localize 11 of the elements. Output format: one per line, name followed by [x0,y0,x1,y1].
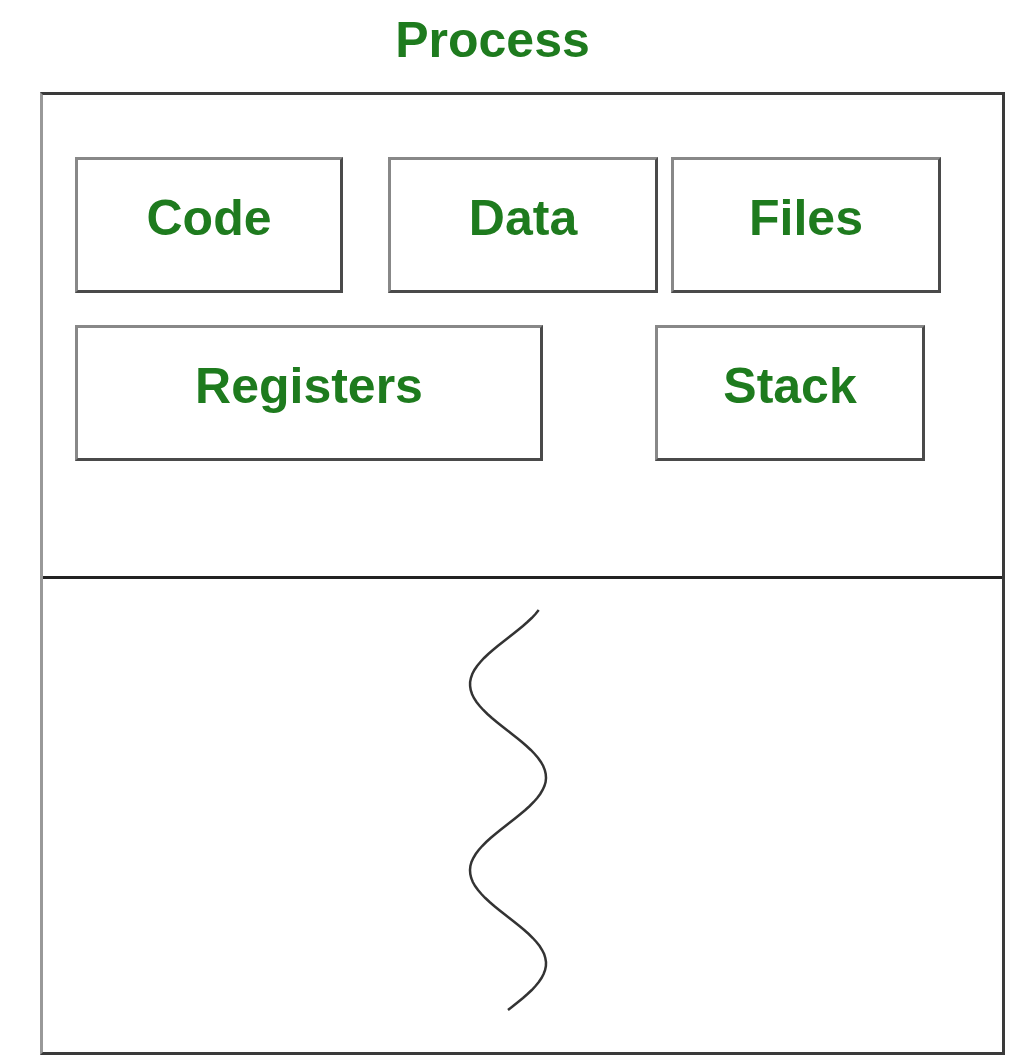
box-label: Stack [723,357,857,415]
component-box [671,157,941,293]
component-box [388,157,658,293]
box-label: Data [468,189,578,247]
process-title: Process [394,11,591,70]
component-box [75,325,543,461]
box-label: Registers [195,357,423,415]
box-label: Files [749,189,863,247]
component-box [75,157,343,293]
component-box [655,325,925,461]
box-label: Code [146,189,272,247]
